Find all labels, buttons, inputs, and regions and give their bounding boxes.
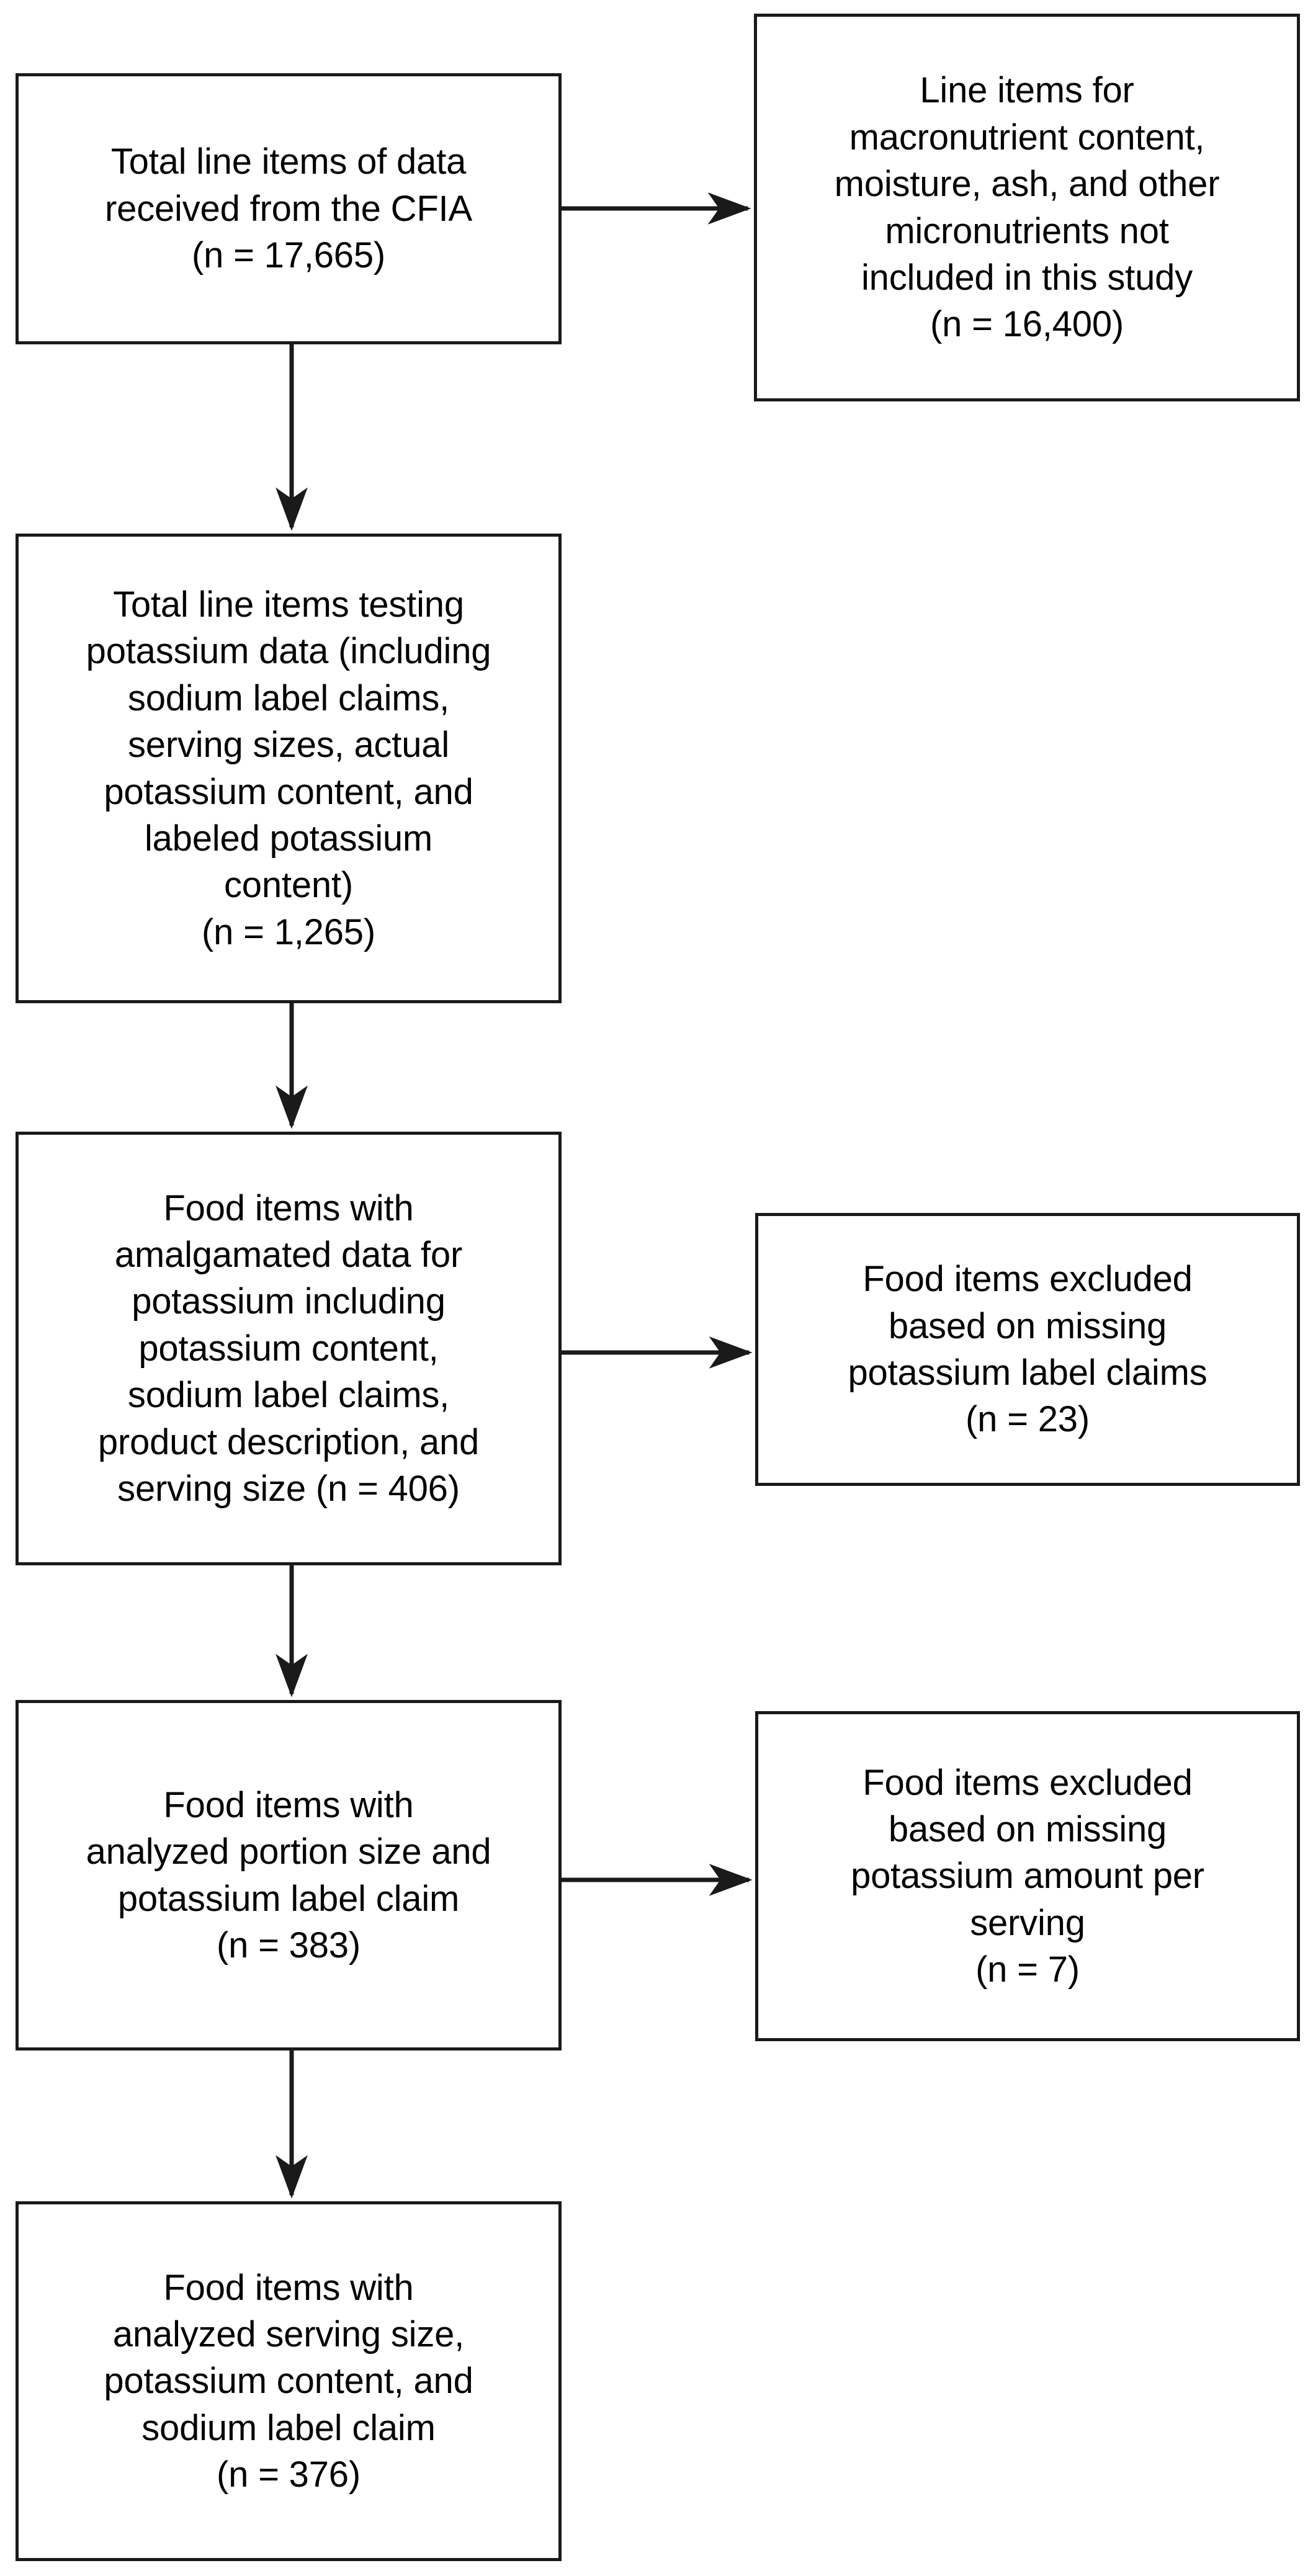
amalgamated-food-items-box: Food items with amalgamated data for pot… xyxy=(16,1132,562,1565)
potassium-line-items-box: Total line items testing potassium data … xyxy=(16,534,562,1003)
excluded-missing-label-claims-box: Food items excluded based on missing pot… xyxy=(755,1213,1300,1486)
excluded-missing-amount-per-serving-box: Food items excluded based on missing pot… xyxy=(755,1711,1300,2041)
excluded-macronutrients-box: Line items for macronutrient content, mo… xyxy=(754,14,1300,401)
analyzed-portion-size-box: Food items with analyzed portion size an… xyxy=(16,1700,562,2051)
final-food-items-box: Food items with analyzed serving size, p… xyxy=(16,2201,562,2561)
total-line-items-box: Total line items of data received from t… xyxy=(16,73,562,344)
